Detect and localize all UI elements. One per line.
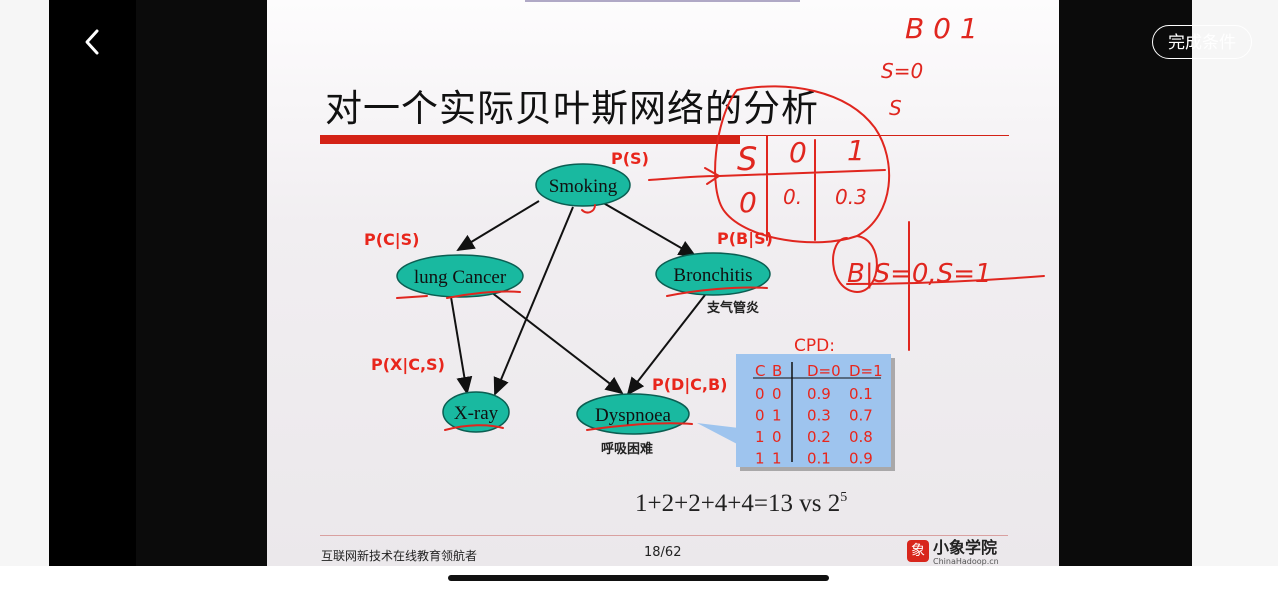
cpd-cell-2-3: 0.8	[849, 428, 873, 446]
cpd-cell-0-2: 0.9	[807, 385, 831, 403]
slide-title: 对一个实际贝叶斯网络的分析	[325, 87, 819, 130]
bayes-network-diagram: Smoking lung Cancer Bronchitis X-ray Dys…	[364, 12, 1045, 471]
pen-underline-cancer	[396, 290, 521, 299]
node-bronchitis: Bronchitis	[655, 252, 771, 296]
pen-val-a: 0.	[783, 185, 802, 209]
cpd-title: CPD:	[794, 336, 835, 356]
cpd-cell-2-1: 0	[772, 428, 782, 446]
pen-table-grid	[718, 135, 886, 241]
formula-exponent: 5	[840, 490, 848, 505]
cpd-cell-2-0: 1	[755, 428, 765, 446]
footer-divider	[320, 535, 1008, 536]
label-p-s: P(S)	[611, 149, 649, 168]
node-smoking: Smoking	[535, 163, 631, 207]
edge-bronchitis-dyspnoea	[626, 294, 706, 396]
footer-slogan: 互联网新技术在线教育领航者	[321, 549, 478, 563]
cpd-cell-0-1: 0	[772, 385, 782, 403]
edge-cancer-dyspnoea	[490, 291, 624, 395]
pen-table-1: 1	[847, 134, 865, 167]
node-lung-cancer-label: lung Cancer	[414, 267, 507, 288]
cpd-header-3: D=1	[849, 362, 883, 380]
cpd-cell-3-1: 1	[772, 450, 782, 468]
pen-underline-bronchitis	[666, 286, 768, 297]
pen-val-b: 0.3	[835, 185, 867, 209]
cpd-cell-1-3: 0.7	[849, 407, 873, 425]
title-underline	[320, 135, 740, 144]
pen-s: S	[889, 96, 902, 120]
right-margin	[1192, 0, 1278, 566]
slide-top-bar	[525, 0, 800, 2]
bronchitis-caption: 支气管炎	[706, 300, 759, 316]
logo-icon: 象	[907, 540, 929, 562]
edge-smoking-xray	[493, 206, 574, 396]
pen-row-0: 0	[739, 186, 757, 219]
chevron-left-icon	[85, 29, 99, 55]
title-underline-thin	[740, 135, 1009, 136]
cpd-cell-1-1: 1	[772, 407, 782, 425]
label-p-c-s: P(C|S)	[364, 230, 419, 250]
cpd-cell-3-3: 0.9	[849, 450, 873, 468]
logo-name: 小象学院	[933, 538, 998, 557]
cpd-cell-3-0: 1	[755, 450, 765, 468]
pen-table-0: 0	[789, 136, 807, 169]
network-edges	[450, 200, 706, 396]
cpd-cell-1-0: 0	[755, 407, 765, 425]
done-conditions-button[interactable]: 完成条件	[1152, 25, 1252, 59]
lecture-slide: 对一个实际贝叶斯网络的分析 Smoking lung Cancer	[267, 0, 1059, 566]
pen-annotations	[396, 85, 1045, 431]
edge-smoking-bronchitis	[599, 200, 697, 258]
dyspnoea-caption: 呼吸困难	[601, 441, 653, 457]
cpd-header-1: B	[772, 362, 782, 380]
node-dyspnoea-label: Dyspnoea	[595, 405, 672, 426]
home-indicator[interactable]	[448, 575, 829, 581]
pen-arrow	[648, 167, 721, 185]
pen-text: B 0 1 S=0 S S 0 1 0 0. 0.3 B|S=0,S=1	[737, 12, 992, 289]
brand-logo: 象 小象学院 ChinaHadoop.cn	[907, 540, 999, 566]
pen-table-s: S	[737, 140, 757, 178]
edge-cancer-xray	[450, 296, 473, 395]
label-p-d-cb: P(D|C,B)	[652, 375, 728, 395]
left-margin	[0, 0, 49, 566]
pen-underline-bottom	[444, 422, 693, 431]
cpd-cell-3-2: 0.1	[807, 450, 831, 468]
label-p-b-s: P(B|S)	[717, 229, 773, 249]
cpd-cell-0-3: 0.1	[849, 385, 873, 403]
label-p-x-cs: P(X|C,S)	[371, 355, 445, 375]
node-bronchitis-label: Bronchitis	[673, 265, 752, 286]
pen-table-lines	[846, 221, 1045, 351]
complexity-formula: 1+2+2+4+4=13 vs 25	[635, 490, 847, 518]
pen-check	[581, 204, 596, 214]
cpd-header-0: C	[755, 362, 765, 380]
page-number: 18/62	[644, 545, 682, 560]
cpd-cell-2-2: 0.2	[807, 428, 831, 446]
cpd-cell-1-2: 0.3	[807, 407, 831, 425]
edge-smoking-cancer	[456, 200, 540, 252]
formula-main: 1+2+2+4+4=13 vs 2	[635, 490, 841, 517]
node-xray: X-ray	[442, 391, 510, 433]
pen-s-eq-0: S=0	[881, 59, 923, 83]
logo-url: ChinaHadoop.cn	[933, 557, 999, 566]
pen-circle-b	[832, 235, 878, 294]
node-smoking-label: Smoking	[549, 176, 618, 197]
node-lung-cancer: lung Cancer	[396, 254, 524, 298]
cpd-cell-0-0: 0	[755, 385, 765, 403]
node-xray-label: X-ray	[454, 403, 499, 424]
pen-b-cond: B|S=0,S=1	[847, 259, 992, 289]
back-button[interactable]	[80, 26, 106, 58]
pen-header: B 0 1	[905, 12, 978, 45]
cpd-header-2: D=0	[807, 362, 841, 380]
